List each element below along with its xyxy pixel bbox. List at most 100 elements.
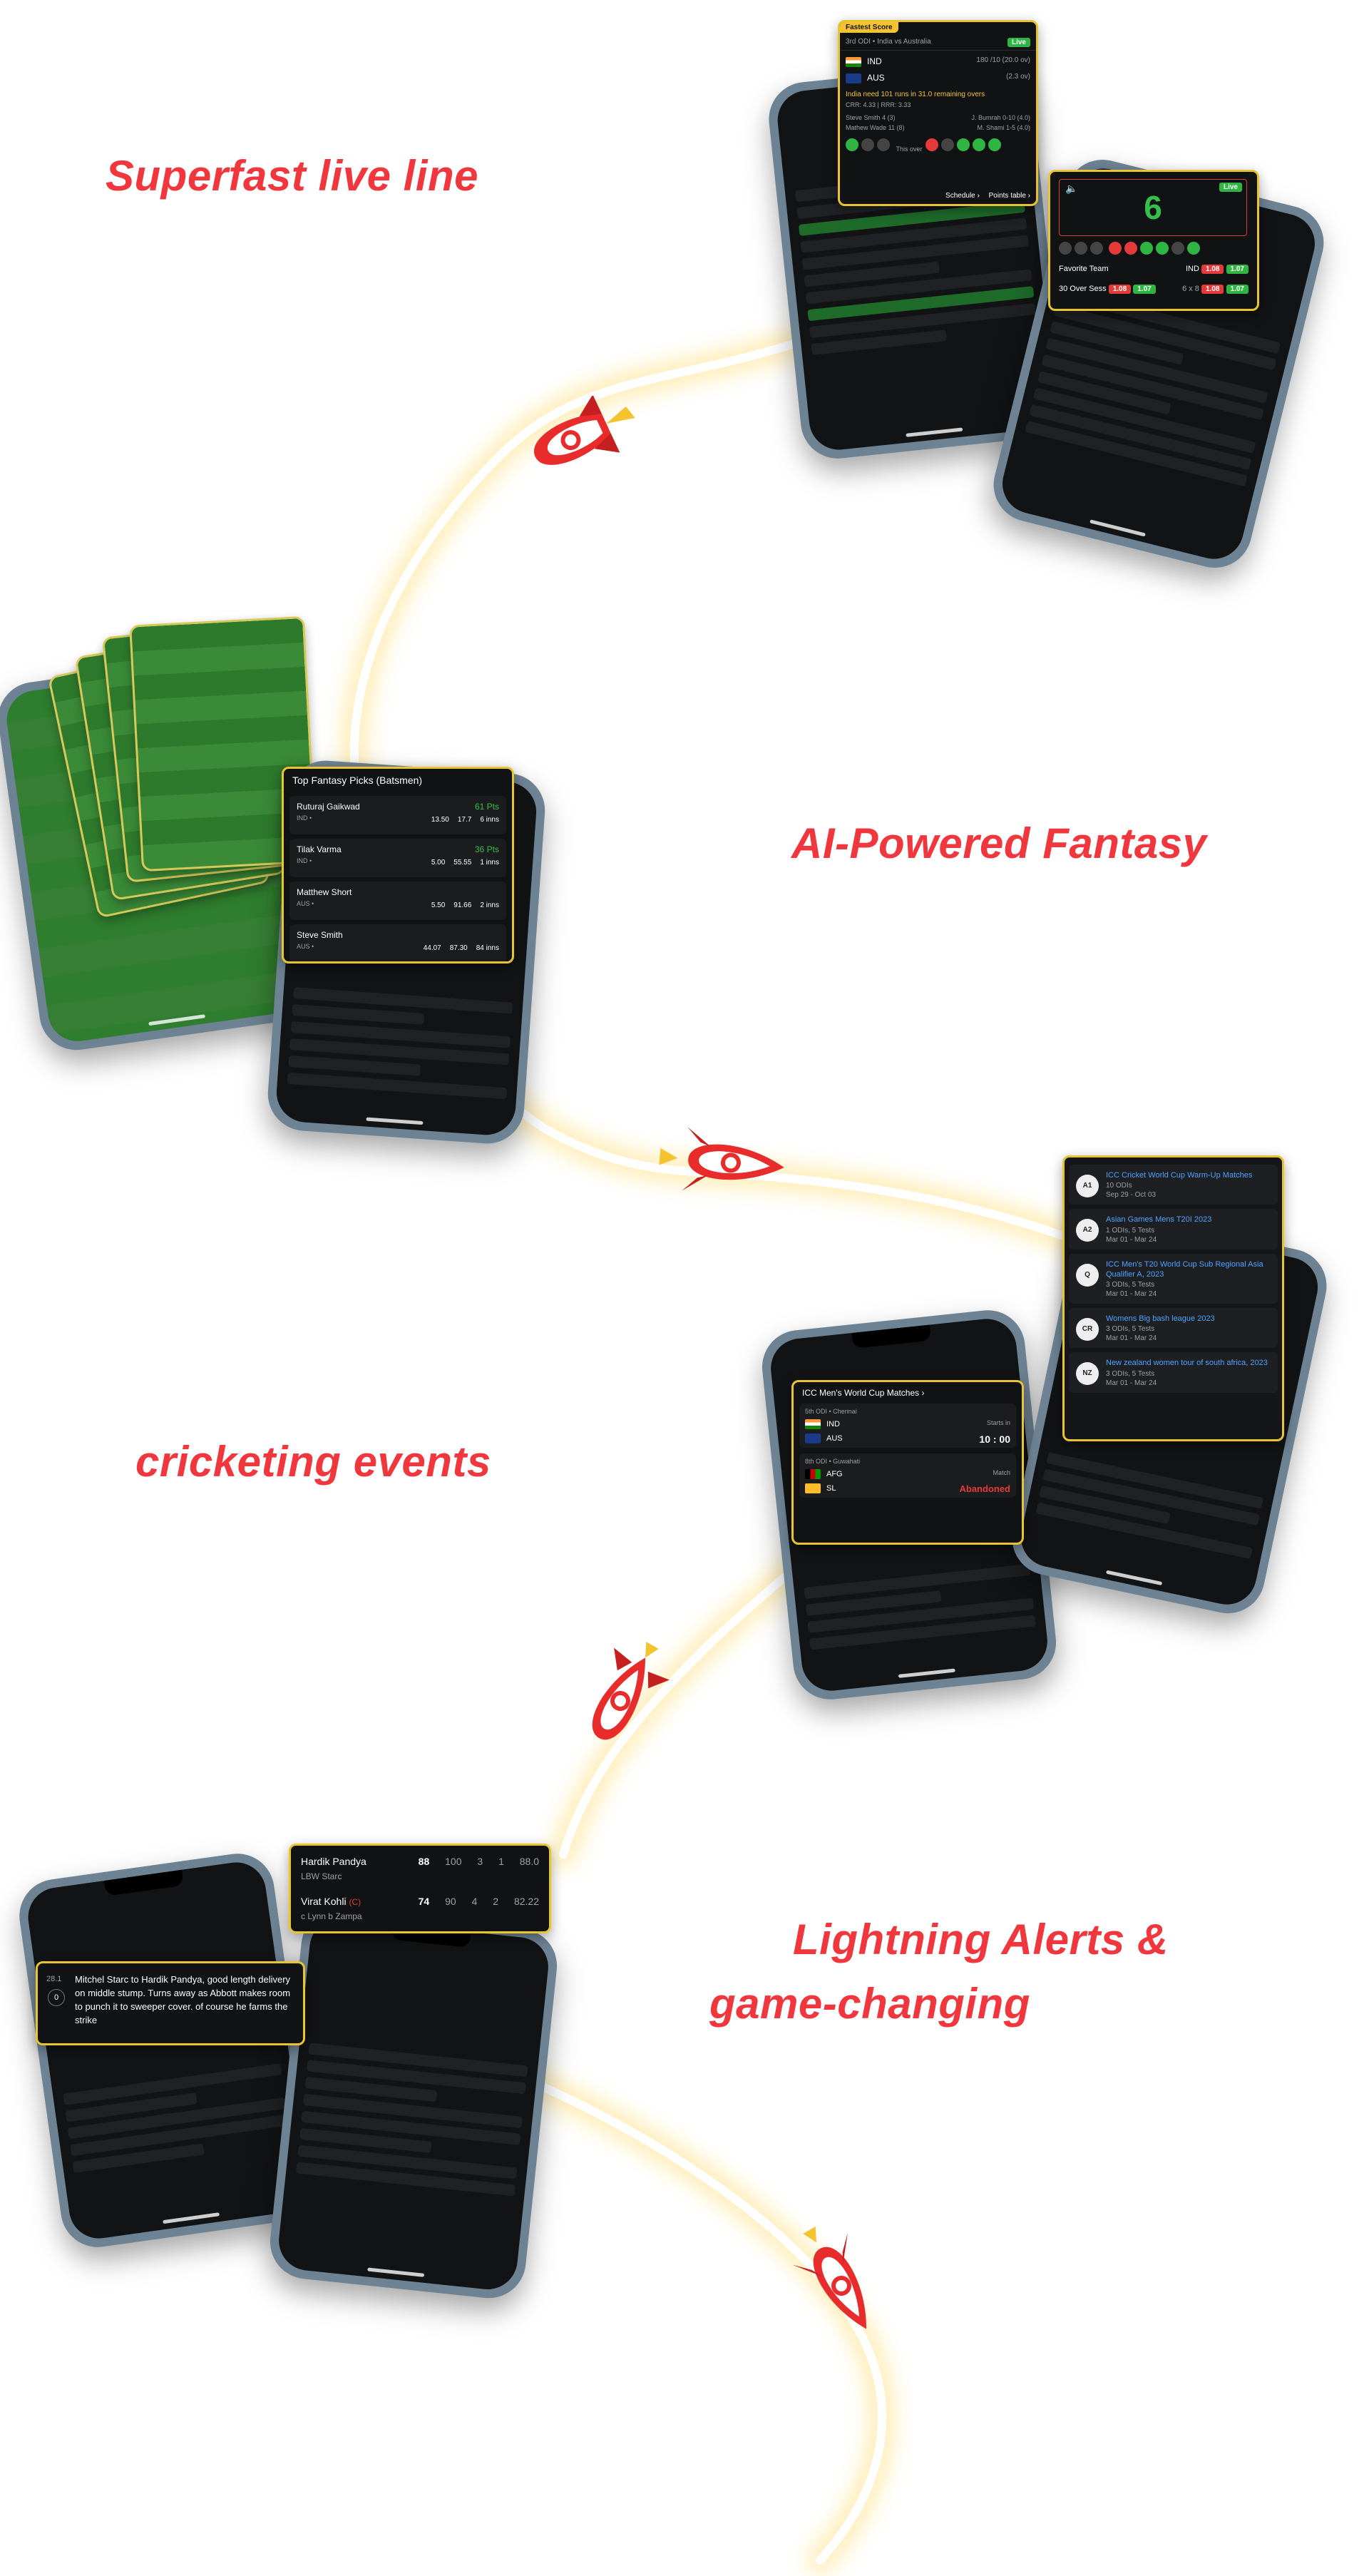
rocket-icon bbox=[659, 1126, 784, 1191]
this-over-label: This over bbox=[896, 145, 923, 153]
series-date: Mar 01 - Mar 24 bbox=[1106, 1334, 1157, 1343]
session-odds-d: 1.07 bbox=[1226, 285, 1248, 294]
bowler-1-figures: 0-10 (4.0) bbox=[1002, 113, 1030, 121]
schedule-link[interactable]: Schedule bbox=[945, 192, 975, 200]
sound-icon[interactable]: 🔈 bbox=[1065, 183, 1078, 194]
player-team: AUS • bbox=[297, 900, 314, 907]
player-avg: 55.55 bbox=[453, 859, 472, 867]
player-2-fours: 4 bbox=[471, 1896, 478, 1907]
series-sub: 10 ODIs bbox=[1106, 1182, 1132, 1190]
session-label: 30 Over Sess bbox=[1059, 285, 1107, 293]
player-innings: 84 inns bbox=[476, 944, 499, 952]
commentary-ball: 0 bbox=[48, 1989, 65, 2006]
series-logo-icon: A2 bbox=[1076, 1219, 1099, 1242]
player-avg: 17.7 bbox=[457, 816, 472, 824]
srilanka-flag-icon bbox=[805, 1483, 821, 1493]
match-1-meta: 5th ODI • Chennai bbox=[805, 1408, 857, 1415]
batsman-1-runs: 4 (3) bbox=[882, 113, 896, 121]
run-rates: CRR: 4.33 | RRR: 3.33 bbox=[846, 101, 911, 108]
series-logo-icon: Q bbox=[1076, 1263, 1099, 1287]
favorite-team-label: Favorite Team bbox=[1059, 265, 1109, 273]
commentary-popup[interactable]: 28.1 0 Mitchel Starc to Hardik Pandya, g… bbox=[36, 1961, 305, 2045]
player-avg: 87.30 bbox=[449, 944, 468, 952]
fantasy-picks-card[interactable]: Top Fantasy Picks (Batsmen) Ruturaj Gaik… bbox=[282, 767, 514, 964]
player-1-runs: 88 bbox=[418, 1856, 430, 1867]
player-2-balls: 90 bbox=[445, 1896, 456, 1907]
player-name: Ruturaj Gaikwad bbox=[297, 802, 360, 812]
player-innings: 6 inns bbox=[480, 816, 499, 824]
series-name: ICC Cricket World Cup Warm-Up Matches bbox=[1106, 1171, 1253, 1180]
points-table-link[interactable]: Points table bbox=[988, 192, 1026, 200]
player-points: 36 Pts bbox=[474, 844, 499, 854]
player-name: Tilak Varma bbox=[297, 844, 342, 854]
series-item[interactable]: A1 ICC Cricket World Cup Warm-Up Matches 1… bbox=[1069, 1165, 1278, 1205]
session-note: 6 x 8 bbox=[1182, 285, 1199, 293]
series-logo-icon: A1 bbox=[1076, 1175, 1099, 1197]
headline-alerts: Lightning Alerts & bbox=[793, 1916, 1169, 1963]
live-badge: Live bbox=[1007, 38, 1030, 47]
world-cup-card[interactable]: ICC Men's World Cup Matches › 5th ODI • … bbox=[791, 1380, 1024, 1545]
commentary-text: Mitchel Starc to Hardik Pandya, good len… bbox=[75, 1974, 291, 2025]
series-sub: 3 ODIs, 5 Tests bbox=[1106, 1325, 1155, 1334]
player-innings: 1 inns bbox=[480, 859, 499, 867]
player-1-fours: 3 bbox=[477, 1856, 483, 1867]
session-odds-c: 1.08 bbox=[1201, 285, 1224, 294]
player-1-sr: 88.0 bbox=[519, 1856, 539, 1867]
player-team: AUS • bbox=[297, 943, 314, 950]
match-item[interactable]: 5th ODI • Chennai IND Starts in AUS 10 :… bbox=[799, 1404, 1016, 1448]
player-1-dismissal: LBW Starc bbox=[301, 1871, 342, 1881]
big-score-card[interactable]: 🔈 6 Live Favorite Team IND 1.08 1.07 30 … bbox=[1048, 170, 1259, 311]
batsman-1: Steve Smith bbox=[846, 113, 881, 121]
scorecard-popup[interactable]: Hardik Pandya 88 100 3 1 88.0 LBW Starc … bbox=[289, 1844, 551, 1933]
india-flag-icon bbox=[846, 56, 861, 67]
required-runs: India need 101 runs in 31.0 remaining ov… bbox=[846, 90, 985, 98]
player-avg: 91.66 bbox=[453, 901, 472, 909]
team1-score: 180 /10 (20.0 ov) bbox=[976, 56, 1030, 64]
player-sr: 5.50 bbox=[431, 901, 446, 909]
series-name: ICC Men's T20 World Cup Sub Regional Asi… bbox=[1106, 1259, 1263, 1279]
team1-name: IND bbox=[867, 56, 882, 66]
session-odds-a: 1.08 bbox=[1108, 285, 1132, 294]
team2-score: (2.3 ov) bbox=[1006, 72, 1030, 81]
player-name: Matthew Short bbox=[297, 887, 352, 897]
match-2-meta: 8th ODI • Guwahati bbox=[805, 1458, 861, 1465]
afghanistan-flag-icon bbox=[805, 1469, 821, 1479]
world-cup-title: ICC Men's World Cup Matches bbox=[802, 1388, 920, 1398]
series-name: New zealand women tour of south africa, … bbox=[1106, 1359, 1268, 1368]
player-2-dismissal: c Lynn b Zampa bbox=[301, 1911, 362, 1921]
match-2-status-label: Match bbox=[993, 1469, 1010, 1476]
player-1-balls: 100 bbox=[445, 1856, 462, 1867]
rocket-icon bbox=[533, 396, 635, 465]
series-sub: 3 ODIs, 5 Tests bbox=[1106, 1281, 1155, 1289]
commentary-over: 28.1 bbox=[46, 1975, 62, 1983]
batsman-2: Mathew Wade bbox=[846, 123, 887, 131]
headline-game-changing: game-changing bbox=[709, 1980, 1030, 2028]
match-item[interactable]: 8th ODI • Guwahati AFG Match SL Abandone… bbox=[799, 1453, 1016, 1498]
series-item[interactable]: Q ICC Men's T20 World Cup Sub Regional As… bbox=[1069, 1253, 1278, 1304]
series-list-card[interactable]: A1 ICC Cricket World Cup Warm-Up Matches 1… bbox=[1062, 1155, 1284, 1441]
player-2-sixes: 2 bbox=[493, 1896, 499, 1907]
series-date: Mar 01 - Mar 24 bbox=[1106, 1290, 1157, 1299]
fav-odds-a: 1.08 bbox=[1201, 265, 1224, 274]
captain-badge: (C) bbox=[349, 1897, 362, 1907]
match-title: 3rd ODI • India vs Australia bbox=[846, 38, 931, 46]
rocket-icon bbox=[592, 1642, 670, 1740]
series-list: A1 ICC Cricket World Cup Warm-Up Matches 1… bbox=[1065, 1157, 1282, 1400]
player-1-sixes: 1 bbox=[498, 1856, 504, 1867]
match-1-starts-label: Starts in bbox=[986, 1419, 1010, 1426]
series-name: Womens Big bash league 2023 bbox=[1106, 1314, 1215, 1324]
fastest-score-card[interactable]: Fastest Score 3rd ODI • India vs Austral… bbox=[838, 20, 1038, 206]
player-2-sr: 82.22 bbox=[513, 1896, 539, 1907]
batsman-2-runs: 11 (8) bbox=[888, 123, 905, 131]
series-name: Asian Games Mens T20I 2023 bbox=[1106, 1215, 1212, 1225]
player-sr: 5.00 bbox=[431, 859, 446, 867]
